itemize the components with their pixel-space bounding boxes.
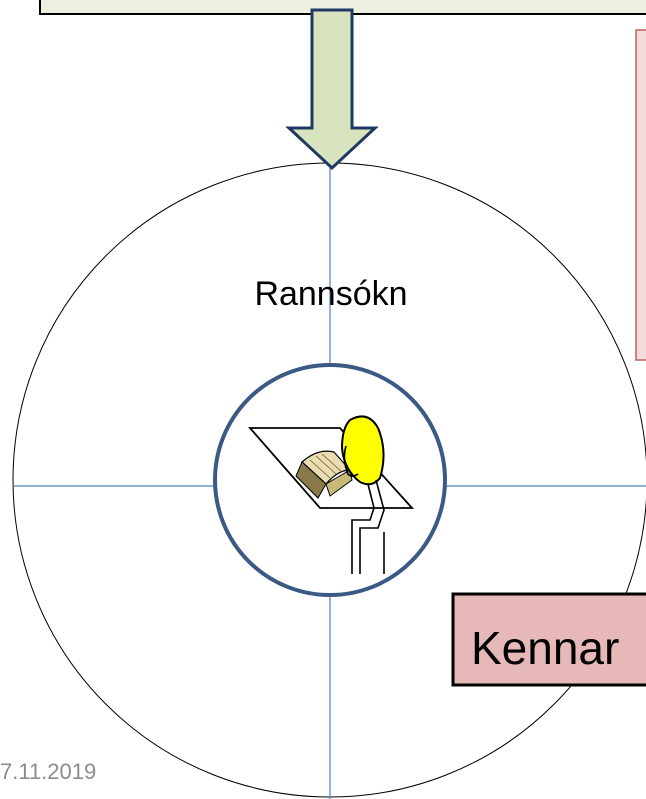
right-pink-box xyxy=(635,29,646,361)
down-arrow xyxy=(285,8,379,171)
kennar-box xyxy=(451,592,646,687)
footer-date: 7.11.2019 xyxy=(0,759,96,784)
kennar-box-label: Kennar xyxy=(471,622,619,674)
quadrant-top-label: Rannsókn xyxy=(254,275,407,313)
person-reading-book-icon xyxy=(248,415,415,574)
